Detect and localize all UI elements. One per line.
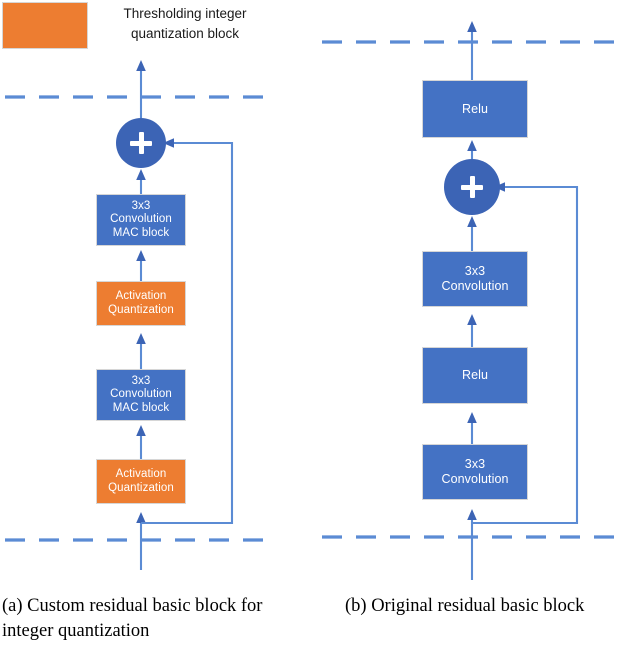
block-text-line: Convolution (441, 472, 509, 486)
block-text-line: Quantization (108, 303, 174, 316)
block-conv-1: 3x3 Convolution (422, 444, 528, 500)
legend-label-line1: Thresholding integer (123, 6, 247, 21)
block-text-line: 3x3 (131, 199, 151, 212)
block-relu-1: Relu (422, 347, 528, 404)
legend-swatch-orange (2, 2, 88, 49)
legend-label: Thresholding integer quantization block (95, 4, 275, 43)
block-text-line: 3x3 (464, 457, 486, 472)
plus-icon (461, 176, 483, 198)
caption-left: (a) Custom residual basic block for inte… (2, 594, 307, 643)
block-text-line: 3x3 (464, 264, 486, 279)
block-text-line: Activation (115, 289, 167, 302)
caption-left-line1: (a) Custom residual basic block for (2, 596, 263, 616)
block-activation-quantization-1: Activation Quantization (96, 459, 186, 504)
block-relu-2: Relu (422, 80, 528, 138)
plus-icon (130, 132, 152, 154)
block-conv-2: 3x3 Convolution (422, 251, 528, 307)
block-text-line: Convolution (441, 279, 509, 293)
left-adder-node (116, 118, 166, 168)
caption-right: (b) Original residual basic block (345, 594, 640, 619)
block-text-line: Convolution (110, 388, 172, 401)
block-text-line: Relu (461, 101, 489, 116)
block-activation-quantization-2: Activation Quantization (96, 281, 186, 326)
block-text-line: Quantization (108, 481, 174, 494)
block-text-line: Convolution (110, 213, 172, 226)
block-text-line: 3x3 (131, 374, 151, 387)
block-text-line: Activation (115, 467, 167, 480)
block-text-line: MAC block (112, 401, 170, 414)
block-text-line: Relu (461, 368, 489, 383)
block-text-line: MAC block (112, 226, 170, 239)
caption-left-line2: integer quantization (2, 620, 150, 641)
caption-right-line1: (b) Original residual basic block (345, 596, 585, 616)
right-adder-node (444, 159, 500, 215)
block-conv-mac-2: 3x3 Convolution MAC block (96, 194, 186, 246)
legend-label-line2: quantization block (130, 25, 240, 41)
block-conv-mac-1: 3x3 Convolution MAC block (96, 369, 186, 421)
